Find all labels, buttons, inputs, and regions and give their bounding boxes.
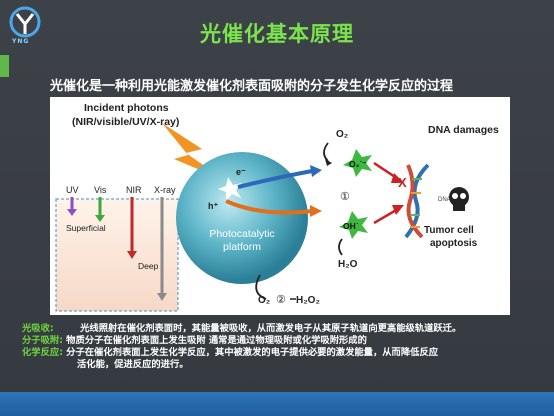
definition-text: 分子在催化剂表面上发生化学反应，其中被激发的电子提供必要的激发能量，从而降低反应: [66, 347, 439, 358]
lightning-icon: [162, 123, 226, 181]
red-arrow-top-icon: [391, 173, 404, 183]
o2-bottom-label: O₂: [258, 295, 270, 306]
hydroxyl-star-icon: [339, 211, 368, 239]
circle-two-label: ②: [276, 294, 286, 306]
tissue-depth-box: [55, 198, 179, 312]
o2-top-label: O₂: [336, 129, 348, 140]
definition-term: 分子吸附:: [22, 335, 63, 346]
excitation-star-icon: [218, 177, 242, 201]
slide-title: 光催化基本原理: [200, 22, 354, 46]
hydroxyl-label: OH˙: [343, 221, 359, 231]
hole-arrow-icon: [310, 205, 322, 217]
circle-one-label: ①: [340, 191, 350, 203]
dna-damages-label: DNA damages: [428, 124, 499, 136]
spectrum-label-xray: X-ray: [154, 185, 176, 195]
hole-label: h⁺: [208, 201, 218, 211]
h2o2-label: H₂O₂: [296, 295, 320, 306]
footer-bar: [0, 392, 554, 416]
platform-label-1: Photocatalytic: [209, 228, 274, 240]
uv-arrow-icon: [67, 209, 77, 216]
superficial-label: Superficial: [66, 223, 106, 233]
platform-label-2: platform: [223, 241, 261, 253]
dna-cross-mark: X: [398, 175, 407, 190]
electron-label: e⁻: [236, 167, 246, 177]
definition-text: 活化能，促进反应的进行。: [77, 359, 189, 370]
nir-arrow-icon: [127, 251, 137, 259]
definition-reaction-cont: 活化能，促进反应的进行。: [77, 359, 189, 371]
h2o-label: H₂O: [338, 259, 358, 270]
dna-small-label: DNA: [438, 197, 451, 203]
accent-bar: [0, 55, 9, 77]
definition-absorption: 光吸收: 光线照射在催化剂表面时，其能量被吸收，从而激发电子从其原子轨道向更高能…: [22, 323, 461, 335]
dna-helix-icon: [404, 163, 430, 239]
slide-subtitle: 光催化是一种利用光能激发催化剂表面吸附的分子发生化学反应的过程: [50, 79, 454, 94]
definition-adsorption: 分子吸附: 物质分子在催化剂表面上发生吸附 通常是通过物理吸附或化学吸附形成的: [22, 335, 367, 347]
xray-arrow-icon: [157, 293, 167, 301]
spectrum-label-nir: NIR: [126, 185, 142, 195]
skull-icon: [449, 187, 469, 211]
vis-arrow-icon: [95, 215, 105, 222]
definition-term: 化学反应:: [22, 347, 63, 358]
spectrum-label-vis: Vis: [94, 185, 107, 195]
o2-curve-arrow-icon: [325, 159, 332, 166]
deep-label: Deep: [138, 261, 159, 271]
red-arrow-bottom-icon: [392, 205, 404, 215]
electron-arrow-icon: [310, 165, 322, 177]
spectrum-label-uv: UV: [66, 185, 79, 195]
photocatalysis-figure: Incident photons (NIR/visible/UV/X-ray) …: [50, 97, 510, 315]
superoxide-label: O₂˙⁻: [349, 159, 367, 169]
logo-text: YNG: [12, 38, 30, 45]
definition-text: 物质分子在催化剂表面上发生吸附 通常是通过物理吸附或化学吸附形成的: [66, 335, 367, 346]
definition-text: 光线照射在催化剂表面时，其能量被吸收，从而激发电子从其原子轨道向更高能级轨道跃迁…: [80, 323, 462, 334]
tumor-label-1: Tumor cell: [424, 225, 474, 236]
tumor-label-2: apoptosis: [430, 238, 478, 249]
definition-reaction: 化学反应: 分子在催化剂表面上发生化学反应，其中被激发的电子提供必要的激发能量，…: [22, 347, 438, 359]
photocatalytic-platform-sphere: [176, 152, 308, 284]
superoxide-star-icon: [343, 149, 372, 177]
incident-photons-range: (NIR/visible/UV/X-ray): [72, 116, 179, 128]
definition-term: 光吸收:: [22, 323, 54, 334]
logo-icon: [9, 6, 41, 38]
incident-photons-label: Incident photons: [84, 102, 169, 114]
